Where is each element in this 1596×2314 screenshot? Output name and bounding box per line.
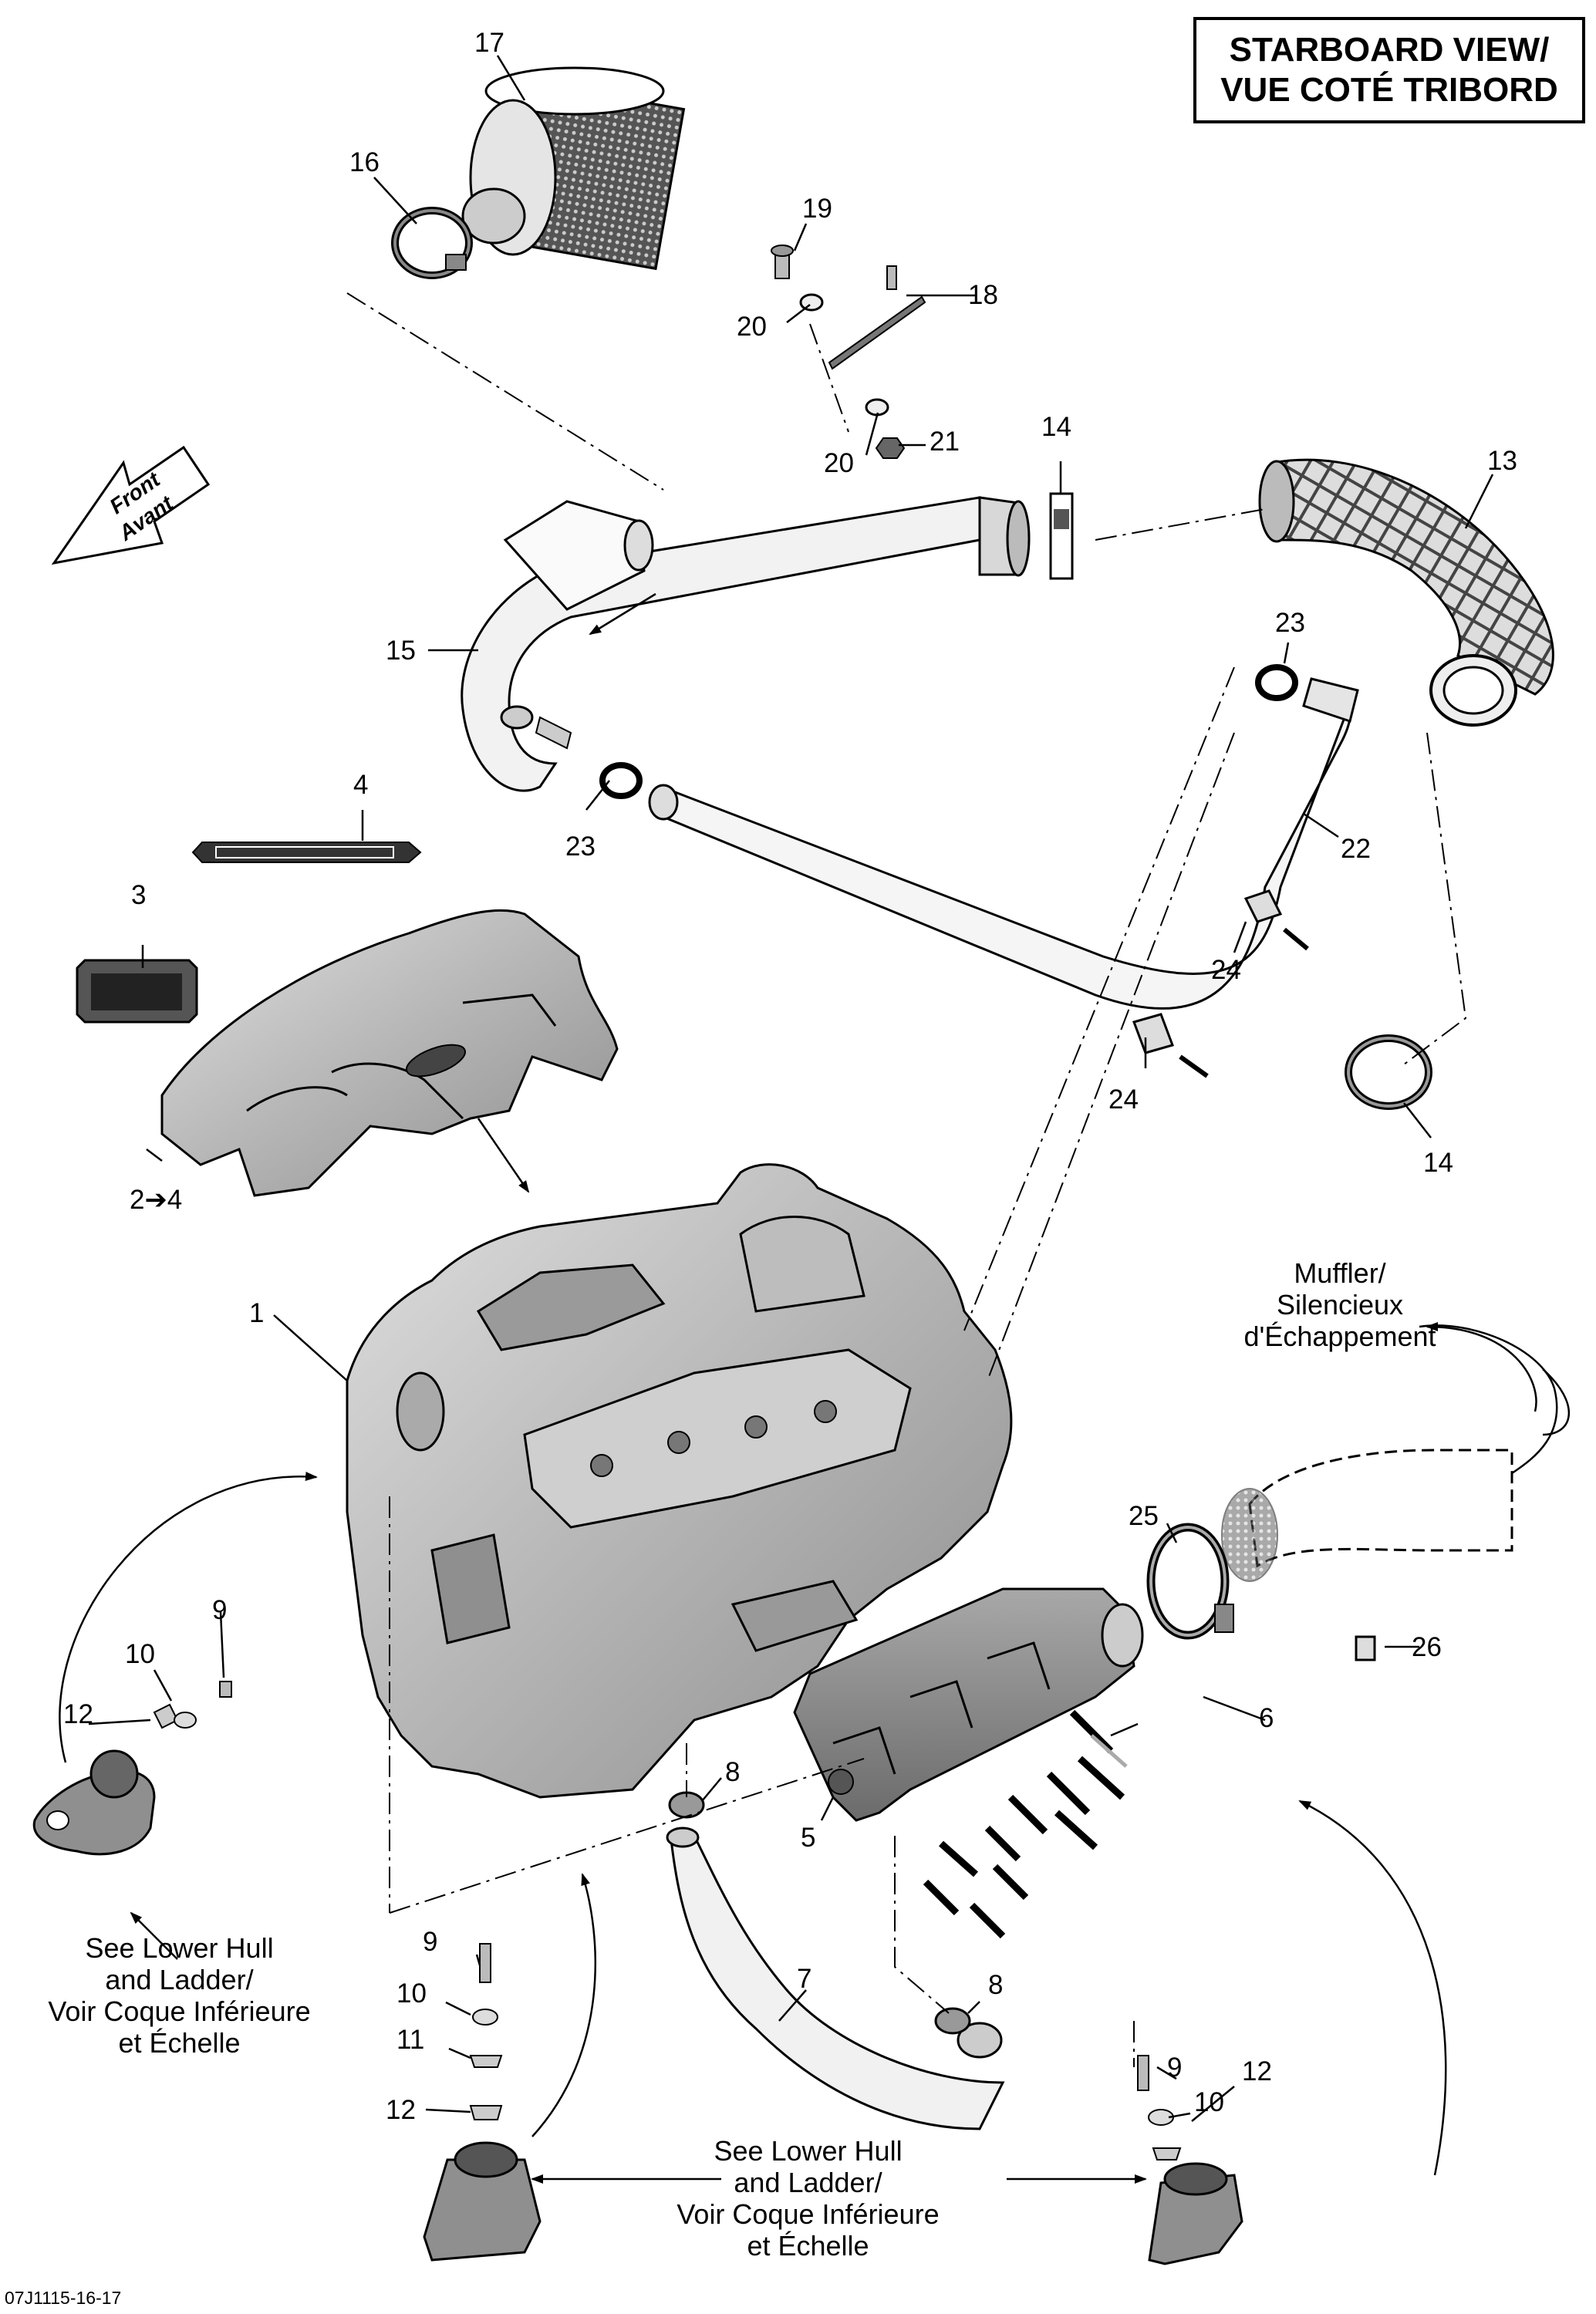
exhaust-clamp-part <box>1146 1523 1234 1640</box>
callout-21: 21 <box>930 427 960 457</box>
callout-9c: 9 <box>1167 2053 1183 2083</box>
callout-15: 15 <box>386 636 416 666</box>
manifold-bolts-part <box>923 1709 1128 1939</box>
muffler-note-line2: Silencieux <box>1276 1289 1404 1321</box>
hose-retainer-parts <box>1132 889 1309 1078</box>
lower-clamp-part <box>1345 1034 1432 1110</box>
air-filter-part <box>461 66 686 271</box>
supercharged-decal-part <box>191 842 422 863</box>
vent-hose-part <box>648 677 1359 1010</box>
figure-code: 07J1115-16-17 <box>5 2288 122 2308</box>
callout-9b: 9 <box>423 1927 438 1957</box>
assembly-lines <box>346 292 1467 2067</box>
callout-12b: 12 <box>386 2095 416 2125</box>
drain-hose-part <box>666 1827 1005 2130</box>
muffler-outline <box>1221 1449 1513 1582</box>
engine-mount-bottom-left <box>423 1943 542 2262</box>
muffler-pin-part <box>1355 1635 1376 1661</box>
lower-hull-note-bottom: See Lower Hull and Ladder/ Voir Coque In… <box>660 2135 957 2262</box>
lower-hull-note-left-line2: and Ladder/ <box>105 1964 254 1995</box>
muffler-note-line1: Muffler/ <box>1294 1257 1386 1289</box>
filter-clamp-part <box>391 207 473 279</box>
upper-clamp-part <box>1049 492 1074 580</box>
callout-20a: 20 <box>737 312 767 342</box>
muffler-note-line3: d'Échappement <box>1243 1321 1436 1352</box>
lower-hull-note-left-line1: See Lower Hull <box>85 1932 274 1964</box>
callout-20b: 20 <box>824 448 854 478</box>
callout-5: 5 <box>801 1823 816 1853</box>
front-direction-arrow: Front Avant <box>51 445 211 565</box>
view-title-box: STARBOARD VIEW/ VUE COTÉ TRIBORD <box>1193 17 1585 123</box>
callout-9a: 9 <box>212 1595 228 1625</box>
callout-25: 25 <box>1129 1501 1159 1531</box>
hose-clamp-parts <box>599 664 1298 799</box>
drain-clamp-parts <box>668 1791 971 2035</box>
engine-cover-part <box>160 909 619 1197</box>
exhaust-manifold-part <box>793 1587 1144 1822</box>
intake-pipe-part <box>461 496 1031 792</box>
callout-14a: 14 <box>1041 412 1071 442</box>
callout-23b: 23 <box>565 831 596 862</box>
callout-23a: 23 <box>1275 608 1305 638</box>
lower-hull-note-bottom-line4: et Échelle <box>747 2230 869 2262</box>
callout-26: 26 <box>1412 1632 1442 1662</box>
fastener-stack-part <box>771 245 926 459</box>
lower-hull-note-bottom-line3: Voir Coque Inférieure <box>677 2198 940 2230</box>
callout-8a: 8 <box>725 1757 741 1787</box>
flex-hose-part <box>1258 458 1554 727</box>
callout-12a: 12 <box>63 1699 93 1729</box>
view-title-line2: VUE COTÉ TRIBORD <box>1220 71 1558 109</box>
engine-mount-left <box>32 1681 232 1856</box>
callout-10b: 10 <box>396 1978 427 2009</box>
callout-11: 11 <box>396 2025 425 2055</box>
callout-13: 13 <box>1487 446 1517 476</box>
callout-3: 3 <box>131 880 147 910</box>
callout-4: 4 <box>353 770 369 800</box>
lower-hull-note-left: See Lower Hull and Ladder/ Voir Coque In… <box>31 1932 328 2059</box>
callout-18: 18 <box>968 280 998 310</box>
callout-24a: 24 <box>1211 955 1241 985</box>
callout-24b: 24 <box>1108 1084 1139 1115</box>
callout-2-4: 2➔4 <box>130 1185 183 1215</box>
view-title-line1: STARBOARD VIEW/ <box>1229 31 1550 69</box>
lower-hull-note-bottom-line2: and Ladder/ <box>734 2167 882 2198</box>
lower-hull-note-left-line3: Voir Coque Inférieure <box>48 1995 311 2027</box>
callout-10c: 10 <box>1194 2087 1224 2117</box>
lower-hull-note-left-line4: et Échelle <box>118 2027 241 2059</box>
reference-arrows <box>59 592 1571 2184</box>
callout-6: 6 <box>1259 1703 1274 1733</box>
callout-16: 16 <box>349 147 380 177</box>
callout-17: 17 <box>474 28 504 58</box>
muffler-note: Muffler/ Silencieux d'Échappement <box>1216 1257 1463 1352</box>
lower-hull-note-bottom-line1: See Lower Hull <box>714 2135 903 2167</box>
callout-8b: 8 <box>988 1970 1004 2000</box>
callout-1: 1 <box>249 1298 265 1328</box>
warning-label-part <box>76 959 198 1024</box>
callout-22: 22 <box>1341 834 1371 864</box>
engine-mount-bottom-right <box>1137 2055 1243 2265</box>
leader-lines <box>88 55 1494 2122</box>
engine-block-part <box>346 1163 1013 1799</box>
callout-12c: 12 <box>1242 2056 1272 2086</box>
callout-7: 7 <box>797 1964 812 1994</box>
callout-14b: 14 <box>1423 1148 1453 1178</box>
callout-19: 19 <box>802 194 832 224</box>
callout-10a: 10 <box>125 1639 155 1669</box>
